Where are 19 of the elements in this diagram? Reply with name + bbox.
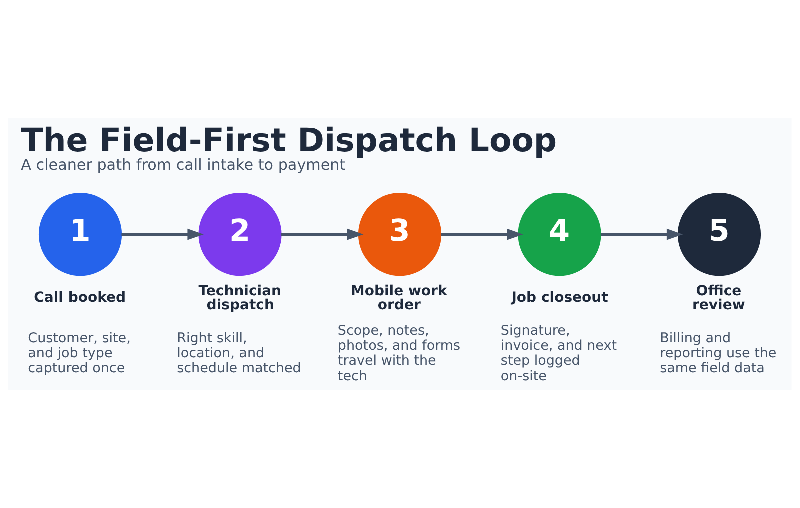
node-circle: 3 — [358, 193, 442, 276]
node-label: Job closeout — [512, 290, 608, 306]
node-label: Right skill, location, and schedule matched — [177, 330, 302, 377]
arrow — [600, 228, 684, 240]
node-label: Technician dispatch — [198, 283, 282, 314]
node-label: Office review — [692, 283, 746, 314]
node-label: Billing and reporting use the same field data — [660, 330, 777, 377]
node-label: Mobile work order — [350, 283, 448, 314]
node-circle: 4 — [518, 193, 602, 276]
node-label: Call booked — [34, 290, 126, 306]
arrow — [281, 228, 364, 240]
arrow — [441, 228, 524, 240]
node-circle: 5 — [678, 193, 762, 276]
node-circle: 1 — [38, 193, 122, 276]
arrow — [122, 228, 204, 240]
node-circle: 2 — [198, 193, 282, 276]
node-label: Scope, notes, photos, and forms travel with the tech — [338, 322, 461, 384]
node-label: Customer, site, and job type captured once — [28, 330, 131, 377]
node-label: Signature, invoice, and next step logged on-site — [500, 322, 618, 384]
